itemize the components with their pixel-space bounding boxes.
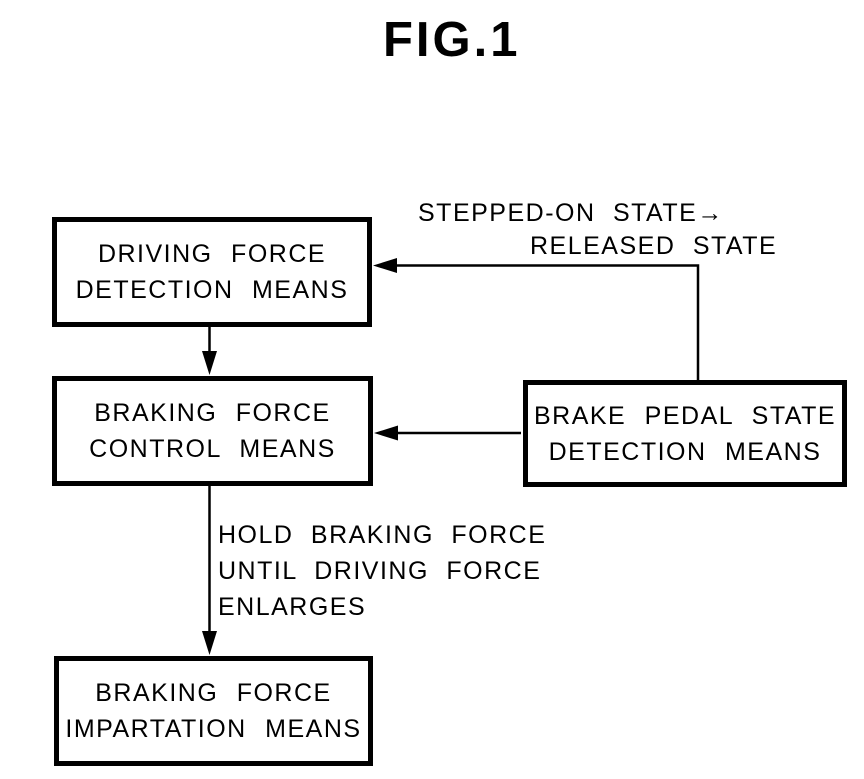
annotation-stepped-on-state: STEPPED-ON STATE→ [418,199,724,227]
box-label-line: BRAKING FORCE [95,679,332,707]
annotation-released-state: RELEASED STATE [530,232,778,260]
box-label-line: DRIVING FORCE [97,240,327,268]
box-label-line: DETECTION MEANS [75,276,349,304]
box-label-line: BRAKE PEDAL STATE [533,401,837,430]
box-driving-force-detection-means: DRIVING FORCE DETECTION MEANS [52,217,372,327]
arrow-line-pedal-to-detection [381,264,700,380]
annotation-hold-braking-force: HOLD BRAKING FORCE UNTIL DRIVING FORCE E… [218,517,546,625]
arrowhead-left-icon [374,425,398,441]
annotation-line: HOLD BRAKING FORCE [218,521,547,549]
box-brake-pedal-state-detection-means: BRAKE PEDAL STATE DETECTION MEANS [523,380,847,487]
annotation-line: ENLARGES [218,593,367,621]
annotation-line: UNTIL DRIVING FORCE [218,557,542,585]
box-label-line: IMPARTATION MEANS [65,715,362,743]
box-label-line: BRAKING FORCE [94,399,331,427]
box-label-line: CONTROL MEANS [89,435,336,463]
box-label-line: DETECTION MEANS [548,437,822,466]
box-braking-force-impartation-means: BRAKING FORCE IMPARTATION MEANS [54,656,373,766]
arrowhead-left-icon [373,258,397,273]
box-braking-force-control-means: BRAKING FORCE CONTROL MEANS [52,376,373,486]
arrowhead-down-icon [202,351,217,375]
figure-title: FIG.1 [383,13,521,67]
arrowhead-down-icon [202,631,217,655]
